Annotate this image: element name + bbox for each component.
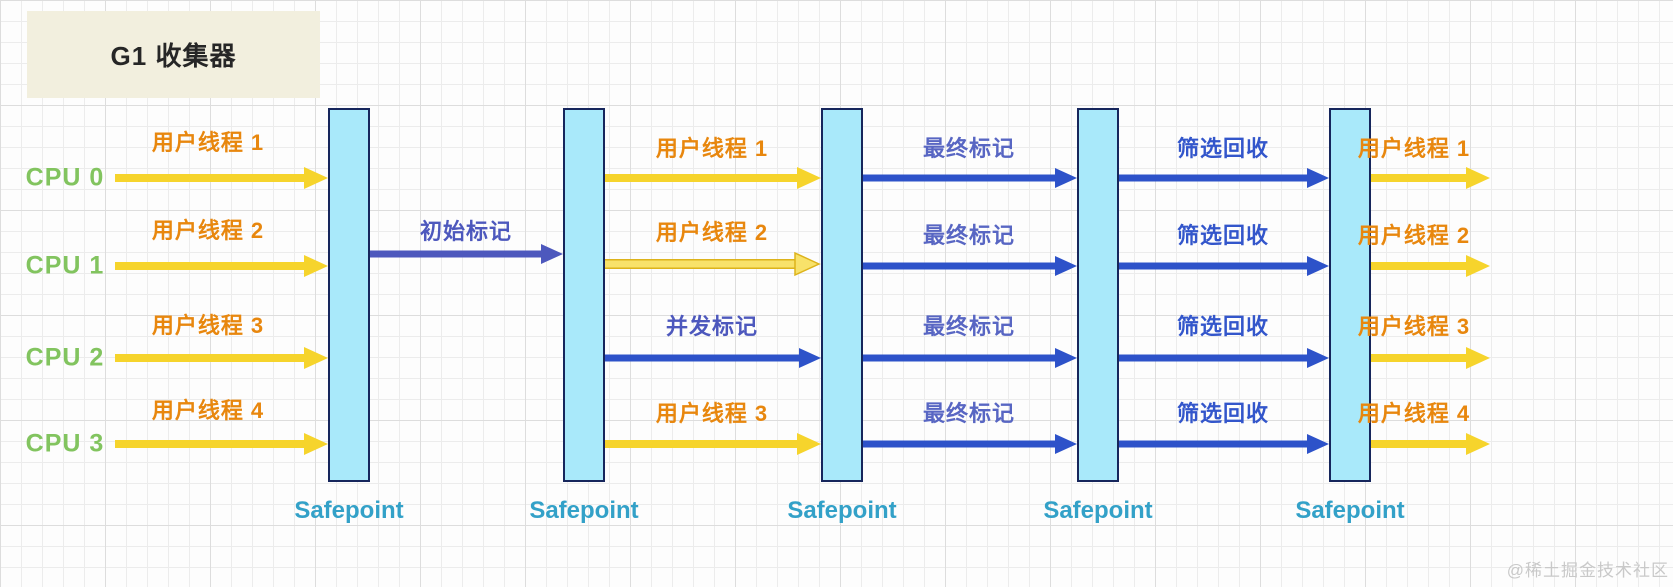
user-thread-label: 用户线程 3	[655, 401, 769, 426]
gc-phase-label: 初始标记	[419, 219, 513, 244]
safepoint-bar	[1329, 108, 1371, 482]
cpu-label: CPU 0	[25, 163, 105, 192]
safepoint-bar	[1077, 108, 1119, 482]
user-thread-label: 用户线程 4	[1357, 401, 1471, 426]
flow-arrow-indigo	[370, 244, 563, 264]
flow-arrow-blue	[1118, 348, 1329, 368]
flow-arrow-yellow	[1371, 433, 1490, 455]
gc-phase-label: 最终标记	[922, 314, 1016, 339]
user-thread-label: 用户线程 3	[151, 313, 265, 338]
flow-arrow-yellow	[115, 347, 328, 369]
flow-arrow-blue	[862, 434, 1077, 454]
gc-phase-label: 筛选回收	[1176, 223, 1270, 248]
user-thread-label: 用户线程 2	[655, 220, 769, 245]
title-box: G1 收集器	[27, 11, 320, 98]
gc-phase-label: 筛选回收	[1176, 314, 1270, 339]
flow-arrow-blue	[1118, 434, 1329, 454]
safepoint-label: Safepoint	[1295, 497, 1405, 524]
flow-arrow-yellow	[1371, 167, 1490, 189]
flow-arrow-yellow	[1371, 347, 1490, 369]
user-thread-label: 用户线程 1	[655, 136, 769, 161]
flow-arrow-yellow	[604, 433, 821, 455]
user-thread-label: 用户线程 2	[151, 218, 265, 243]
cpu-label: CPU 3	[25, 429, 105, 458]
cpu-label: CPU 2	[25, 343, 105, 372]
flow-arrow-yellow	[1371, 255, 1490, 277]
safepoint-label: Safepoint	[529, 497, 639, 524]
flow-arrow-blue	[1118, 168, 1329, 188]
gc-phase-label: 最终标记	[922, 136, 1016, 161]
flow-arrow-blue	[862, 348, 1077, 368]
gc-phase-label: 最终标记	[922, 401, 1016, 426]
safepoint-label: Safepoint	[1043, 497, 1153, 524]
safepoint-label: Safepoint	[294, 497, 404, 524]
cpu-label: CPU 1	[25, 251, 105, 280]
safepoint-bar	[821, 108, 863, 482]
gc-phase-label: 筛选回收	[1176, 136, 1270, 161]
flow-arrow-yellow_light	[604, 251, 821, 277]
safepoint-label: Safepoint	[787, 497, 897, 524]
flow-arrow-blue	[604, 348, 821, 368]
user-thread-label: 用户线程 4	[151, 398, 265, 423]
gc-phase-label: 筛选回收	[1176, 401, 1270, 426]
flow-arrow-yellow	[115, 255, 328, 277]
flow-arrow-yellow	[115, 167, 328, 189]
flow-arrow-blue	[1118, 256, 1329, 276]
user-thread-label: 用户线程 1	[1357, 136, 1471, 161]
flow-arrow-yellow	[604, 167, 821, 189]
user-thread-label: 用户线程 1	[151, 130, 265, 155]
diagram-title: G1 收集器	[110, 41, 237, 71]
safepoint-bar	[563, 108, 605, 482]
safepoint-bar	[328, 108, 370, 482]
gc-phase-label: 最终标记	[922, 223, 1016, 248]
flow-arrow-blue	[862, 256, 1077, 276]
watermark: @稀土掘金技术社区	[1506, 561, 1669, 580]
user-thread-label: 用户线程 2	[1357, 223, 1471, 248]
flow-arrow-blue	[862, 168, 1077, 188]
gc-phase-label: 并发标记	[665, 314, 759, 339]
user-thread-label: 用户线程 3	[1357, 314, 1471, 339]
flow-arrow-yellow	[115, 433, 328, 455]
